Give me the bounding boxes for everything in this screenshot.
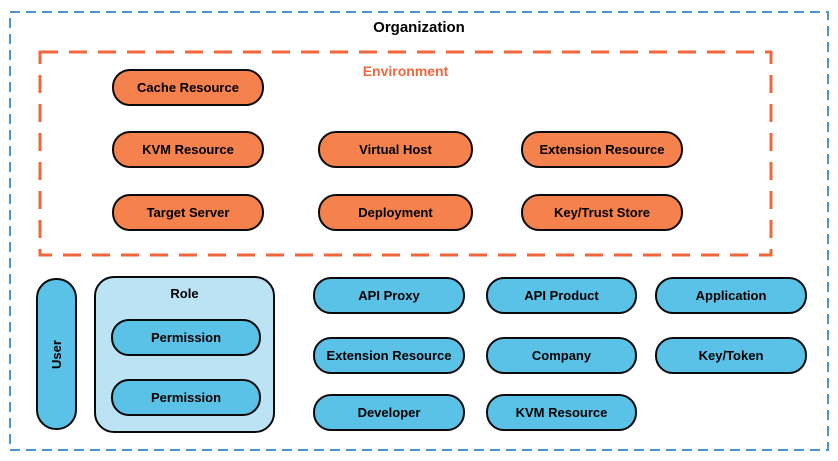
environment-border [38, 50, 773, 257]
environment-label: Environment [362, 63, 449, 79]
org-pill-extension-resource: Extension Resource [313, 337, 465, 374]
org-pill-api-product: API Product [486, 277, 637, 314]
org-pill-developer: Developer [313, 394, 465, 431]
organization-label: Organization [373, 19, 465, 36]
permission-pill-2: Permission [111, 379, 261, 416]
env-pill-kvm-resource: KVM Resource [112, 131, 264, 168]
organization-border [9, 11, 829, 451]
env-pill-target-server: Target Server [112, 194, 264, 231]
org-pill-api-proxy: API Proxy [313, 277, 465, 314]
org-pill-kvm-resource: KVM Resource [486, 394, 637, 431]
org-pill-application: Application [655, 277, 807, 314]
org-pill-key-token: Key/Token [655, 337, 807, 374]
role-label: Role [170, 286, 199, 301]
org-pill-company: Company [486, 337, 637, 374]
user-label: User [48, 339, 64, 369]
env-pill-key-trust-store: Key/Trust Store [521, 194, 683, 231]
user-pill: User [36, 278, 77, 430]
permission-pill-1: Permission [111, 319, 261, 356]
env-pill-cache-resource: Cache Resource [112, 69, 264, 106]
env-pill-deployment: Deployment [318, 194, 473, 231]
env-pill-extension-resource: Extension Resource [521, 131, 683, 168]
env-pill-virtual-host: Virtual Host [318, 131, 473, 168]
role-container: Role Permission Permission [94, 276, 275, 433]
